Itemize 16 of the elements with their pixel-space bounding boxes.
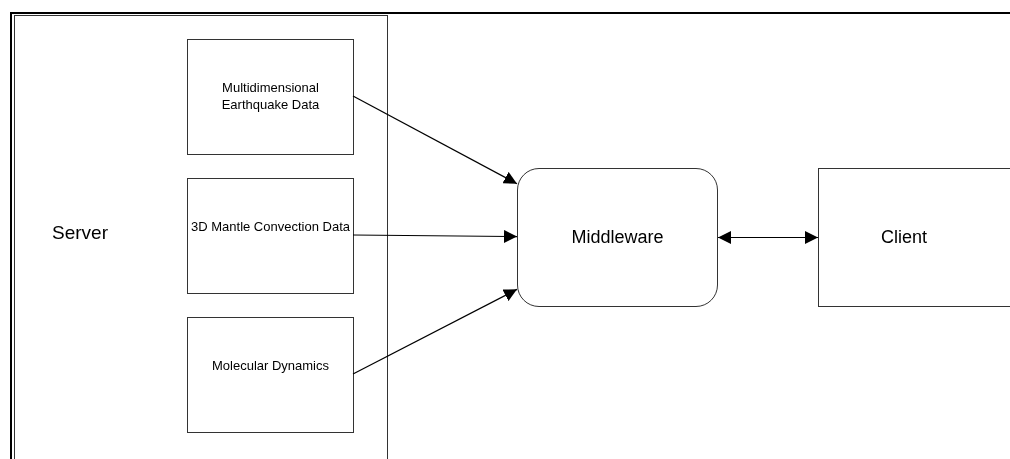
- data-box: [187, 317, 354, 433]
- arrow: [352, 229, 518, 243]
- arrow: [352, 288, 518, 375]
- node-label: Multidimensional Earthquake Data: [220, 80, 321, 114]
- node-label: 3D Mantle Convection Data: [190, 219, 351, 236]
- node-label: Server: [51, 221, 109, 245]
- node-label: Client: [880, 226, 928, 249]
- data-box: [187, 39, 354, 155]
- middleware-box: [517, 168, 718, 307]
- server-panel: [14, 15, 388, 459]
- client-box: [818, 168, 1010, 307]
- node-label: Middleware: [570, 226, 665, 249]
- node-label: Molecular Dynamics: [210, 358, 330, 375]
- data-box: [187, 178, 354, 294]
- arrow: [352, 95, 518, 185]
- arrow: [717, 231, 819, 244]
